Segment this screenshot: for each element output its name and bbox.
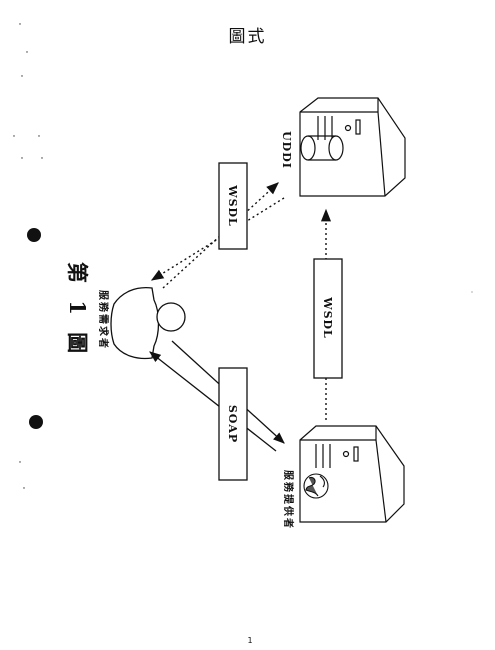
uddi-label: UDDI	[280, 131, 293, 169]
globe-icon	[303, 473, 329, 499]
figure-caption: 第 1 圖	[65, 262, 90, 358]
soap-response-arrow	[149, 351, 277, 452]
soap-box-label: SOAP	[226, 405, 239, 443]
binder-hole-top	[27, 228, 41, 242]
wsdl-box-right: WSDL	[313, 258, 343, 379]
requester-person-icon	[110, 286, 186, 360]
provider-label: 服務提供者	[282, 470, 295, 530]
uddi-server-icon	[299, 97, 406, 197]
wsdl-box-top: WSDL	[218, 162, 248, 250]
page-number: 1	[247, 636, 253, 645]
soap-box: SOAP	[218, 367, 248, 481]
find-request-arrow	[162, 182, 279, 289]
scan-specks	[13, 23, 473, 489]
provider-server-icon	[299, 425, 405, 523]
page-header: 圖式	[228, 27, 267, 47]
wsdl-box-top-label: WSDL	[226, 184, 239, 227]
wsdl-response-arrow	[150, 197, 285, 281]
wsdl-box-right-label: WSDL	[321, 296, 334, 339]
requester-label: 服務需求者	[97, 290, 110, 350]
binder-hole-bottom	[29, 415, 43, 429]
